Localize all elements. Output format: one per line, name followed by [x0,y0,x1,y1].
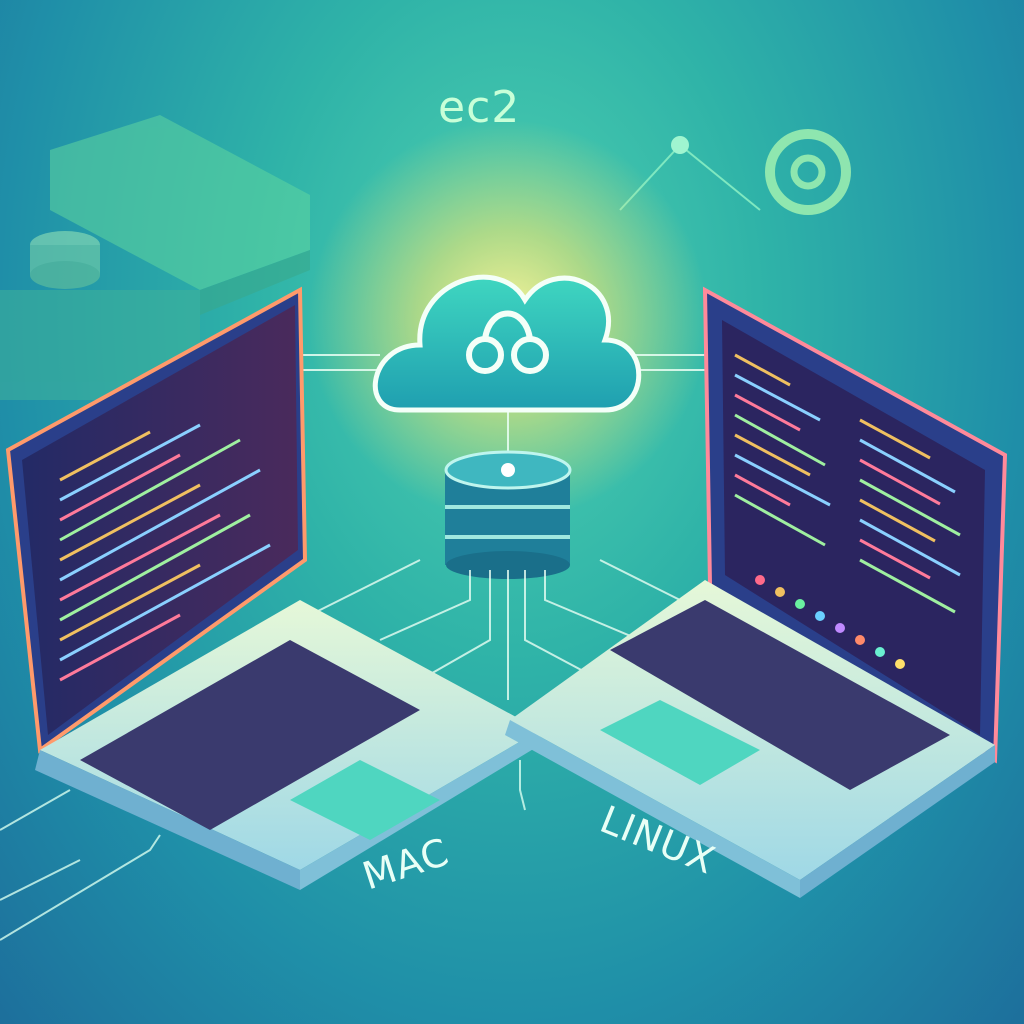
linux-keyboard [610,600,950,790]
mac-laptop [5,286,540,890]
circuit-traces [0,760,526,941]
cloud-logo-icon [466,310,549,374]
ec2-label: ec2 [438,82,521,133]
linux-dock-icons [755,575,905,669]
linux-trackpad [600,700,760,785]
mac-screen-code [59,423,271,682]
cloud-icon [372,274,642,413]
target-icon [765,129,851,215]
mac-trackpad [290,760,440,840]
database-stack-icon [444,450,572,579]
linux-screen-code [734,353,961,614]
linux-laptop [505,286,1008,898]
mac-keyboard [80,640,420,830]
